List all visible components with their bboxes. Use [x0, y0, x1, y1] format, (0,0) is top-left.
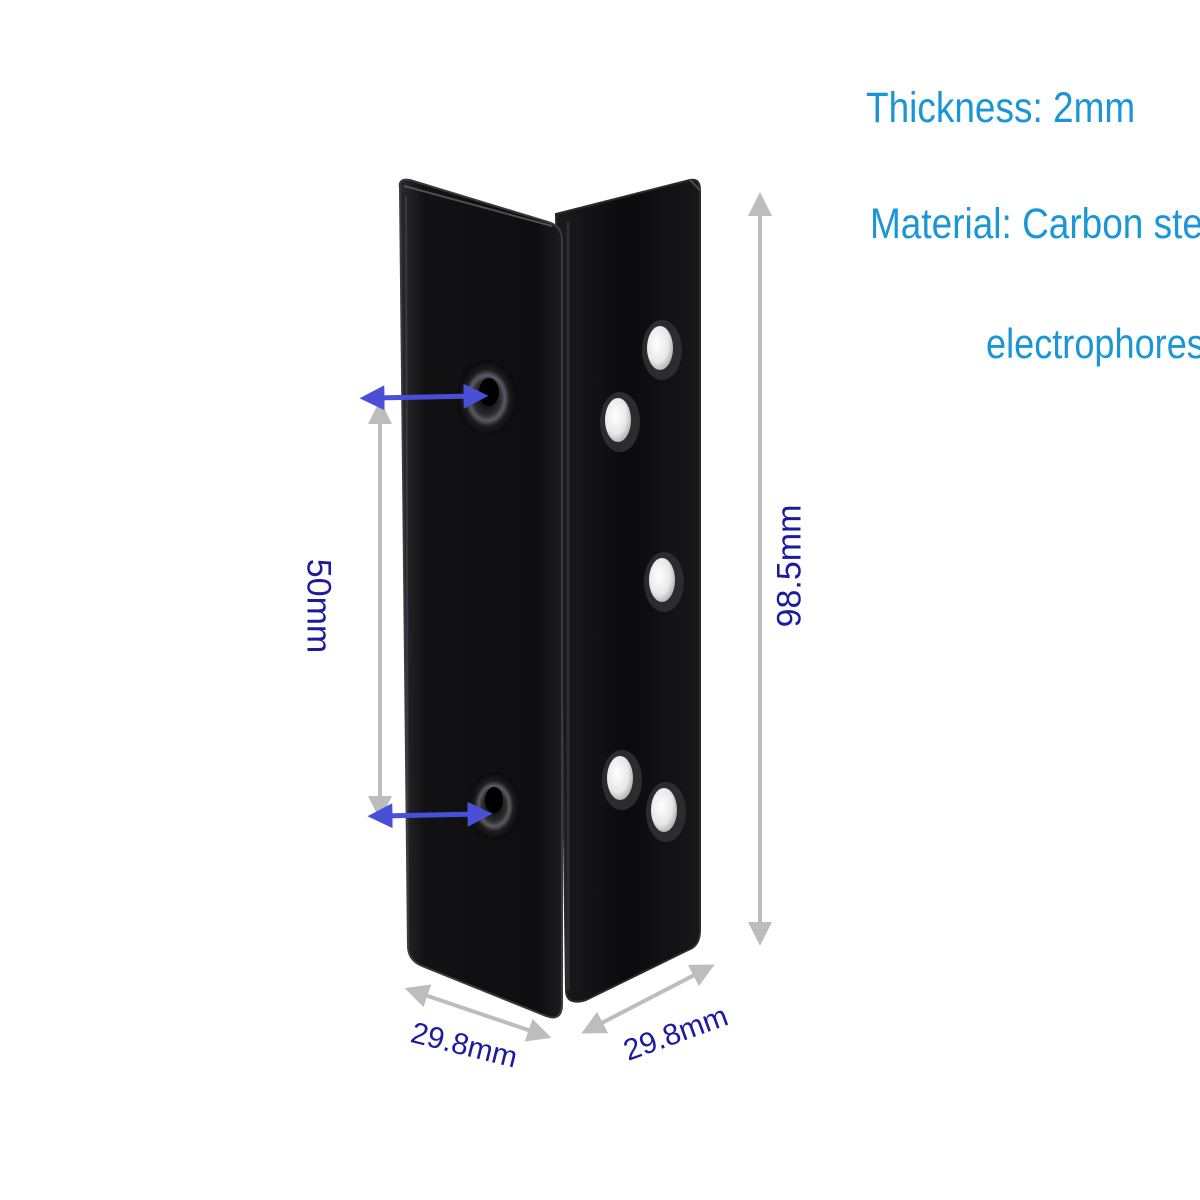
through-holes: [600, 320, 686, 842]
thickness-label: Thickness: 2mm: [866, 84, 1136, 132]
countersunk-hole-bottom: [468, 772, 520, 840]
hole-spacing-arrow: [359, 383, 493, 829]
hole-spacing-label: 50mm: [299, 558, 338, 654]
material-label: Material: Carbon steel: [870, 200, 1200, 248]
bracket-left-flange: [398, 178, 563, 1019]
width-left-arrow: [404, 984, 552, 1042]
finish-label: electrophoresis: [986, 320, 1200, 367]
height-label: 98.5mm: [770, 504, 809, 628]
width-right-arrow: [581, 964, 715, 1034]
